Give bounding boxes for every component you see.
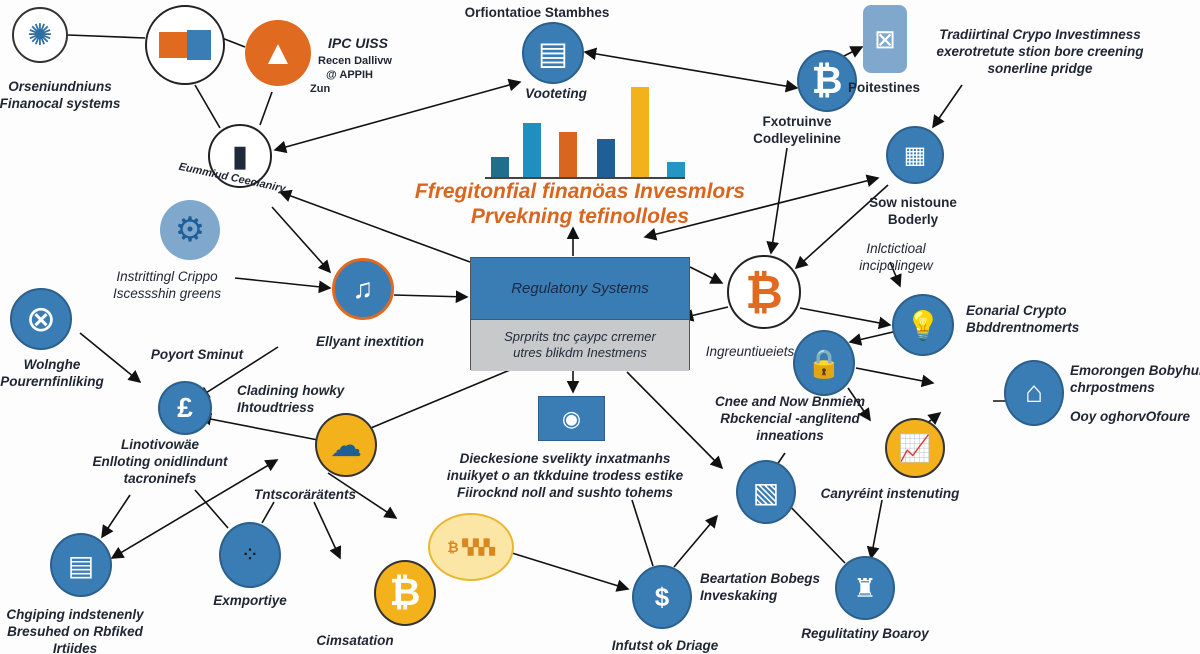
container-icon[interactable]: ⊠ (863, 5, 907, 73)
lock-icon[interactable]: 🔒 (793, 330, 855, 396)
illustration-bar (523, 123, 541, 177)
compass-icon[interactable]: ✺ (12, 7, 68, 63)
central-box-body-1: Sprprits tnc çaypc crremer (504, 329, 656, 344)
music-presentation-icon[interactable]: ♫ (332, 258, 394, 320)
wheel-icon[interactable]: ⊗ (10, 288, 72, 350)
illustration-bar (667, 161, 685, 177)
triangle-icon[interactable]: ▲ (245, 20, 311, 86)
label-infutst: Infutst ok Driage (611, 638, 719, 653)
house-icon[interactable]: ⌂ (1004, 360, 1064, 426)
central-box[interactable]: Regulatony Systems Sprprits tnc çaypc cr… (470, 257, 690, 371)
gear-heart-icon[interactable]: ⚙ (160, 200, 220, 260)
bitcoin-icon[interactable]: ₿ (797, 50, 857, 112)
label-poitestines: Poitestines (847, 80, 921, 95)
pound-icon[interactable]: £ (158, 381, 212, 435)
central-box-body-2: utres blikdm Inestmens (513, 345, 647, 360)
illustration-bar (597, 139, 615, 177)
label-ellyant: Ellyant inextition (315, 334, 425, 349)
puzzle-document-icon[interactable] (145, 5, 225, 85)
camera-icon[interactable]: ◉ (538, 396, 605, 441)
label-vooteting: Vooteting (525, 86, 587, 101)
title-line-1: Ffregitonfial finanöas Invesmlors (414, 180, 746, 203)
label-regulitatiny: Regulitatiny Boaroy (801, 626, 929, 641)
image-icon[interactable]: ▧ (736, 460, 796, 524)
illustration-bar (631, 87, 649, 177)
cloud-icon[interactable]: ☁ (315, 413, 377, 477)
gold-badge-icon[interactable]: ₿ ▚▚▚ (428, 513, 514, 581)
bitcoin-icon[interactable]: ₿ (727, 255, 801, 329)
label-ingreunt: Ingreuntiueiets (705, 344, 795, 359)
label-ipc: IPC UISS (328, 35, 388, 51)
lightbulb-icon[interactable]: 💡 (892, 294, 954, 356)
label-canyreint: Canyréint instenuting (820, 486, 960, 501)
map-icon[interactable]: ▮ (208, 124, 272, 188)
label-orientation: Orfiontatioe Stambhes (464, 5, 610, 20)
label-poyort: Poyort Sminut (150, 347, 244, 362)
illustration-bar (491, 157, 509, 177)
trophy-icon[interactable]: ♜ (835, 556, 895, 620)
bitcoin-icon[interactable]: ₿ (374, 560, 436, 626)
grid-icon[interactable]: ▦ (886, 126, 944, 184)
label-cimsatation: Cimsatation (316, 633, 394, 648)
label-ooy: Ooy oghorvOfoure (1070, 409, 1191, 424)
document-icon[interactable]: ▤ (50, 533, 112, 597)
molecule-icon[interactable]: ⁘ (219, 522, 281, 588)
dollar-search-icon[interactable]: $ (632, 565, 692, 629)
growth-chart-icon[interactable]: 📈 (885, 418, 945, 478)
illustration-bar (559, 132, 577, 177)
label-tntscor: Tntscorärätents (253, 487, 357, 502)
document-list-icon[interactable]: ▤ (522, 22, 584, 84)
title-line-2: Prvekning tefinolloles (470, 205, 690, 228)
label-exmportiye: Exmportiye (213, 593, 287, 608)
bar-chart-illustration (485, 80, 685, 179)
central-box-title: Regulatony Systems (471, 258, 689, 320)
